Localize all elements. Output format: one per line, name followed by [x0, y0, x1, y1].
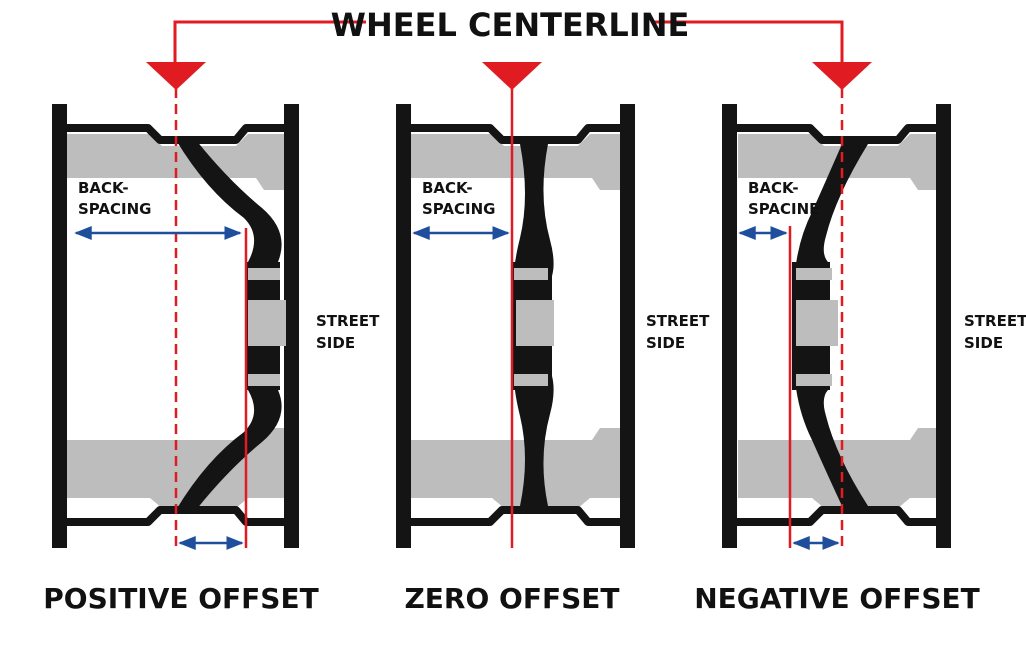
wheel-spoke	[176, 140, 282, 262]
wheel-spoke	[796, 388, 868, 506]
hub-center	[516, 300, 554, 346]
diagram-title: WHEEL CENTERLINE	[331, 6, 690, 44]
rim-inner-profile	[67, 506, 286, 526]
title-connector-right	[654, 20, 844, 62]
backspacing-label: BACK-SPACING	[422, 179, 495, 218]
hub-center	[796, 300, 838, 346]
wheel-centerline-header: WHEEL CENTERLINE	[173, 6, 844, 62]
rim-inner-profile	[737, 124, 938, 144]
centerline-pointer	[812, 62, 872, 90]
rim-outer-left	[722, 104, 737, 548]
hub-stud	[248, 268, 280, 280]
rim-outer-left	[396, 104, 411, 548]
hub-stud	[796, 374, 832, 386]
rim-fill	[410, 134, 620, 190]
hub-stud	[796, 268, 832, 280]
hub-center	[248, 300, 286, 346]
backspacing-label: BACK-SPACING	[78, 179, 151, 218]
rim-inner-profile	[411, 506, 622, 526]
rim-fill	[410, 428, 620, 508]
rim-outer-right	[284, 104, 299, 548]
wheel-spoke	[796, 144, 868, 264]
panel-caption: POSITIVE OFFSET	[43, 582, 318, 615]
rim-outer-left	[52, 104, 67, 548]
panel-caption: NEGATIVE OFFSET	[694, 582, 980, 615]
rim-cross-section	[722, 104, 951, 548]
hub-stud	[248, 374, 280, 386]
rim-inner-profile	[67, 124, 286, 144]
rim-outer-right	[936, 104, 951, 548]
hub-stud	[514, 374, 548, 386]
centerline-pointer	[146, 62, 206, 90]
wheel-spoke	[176, 390, 282, 510]
hub-stud	[514, 268, 548, 280]
centerline-pointer	[482, 62, 542, 90]
rim-cross-section	[396, 104, 635, 548]
rim-inner-profile	[411, 124, 622, 144]
rim-inner-profile	[737, 506, 938, 526]
panel-caption: ZERO OFFSET	[405, 582, 620, 615]
backspacing-label: BACK-SPACINE	[748, 179, 819, 218]
rim-outer-right	[620, 104, 635, 548]
title-connector-left	[173, 20, 366, 62]
